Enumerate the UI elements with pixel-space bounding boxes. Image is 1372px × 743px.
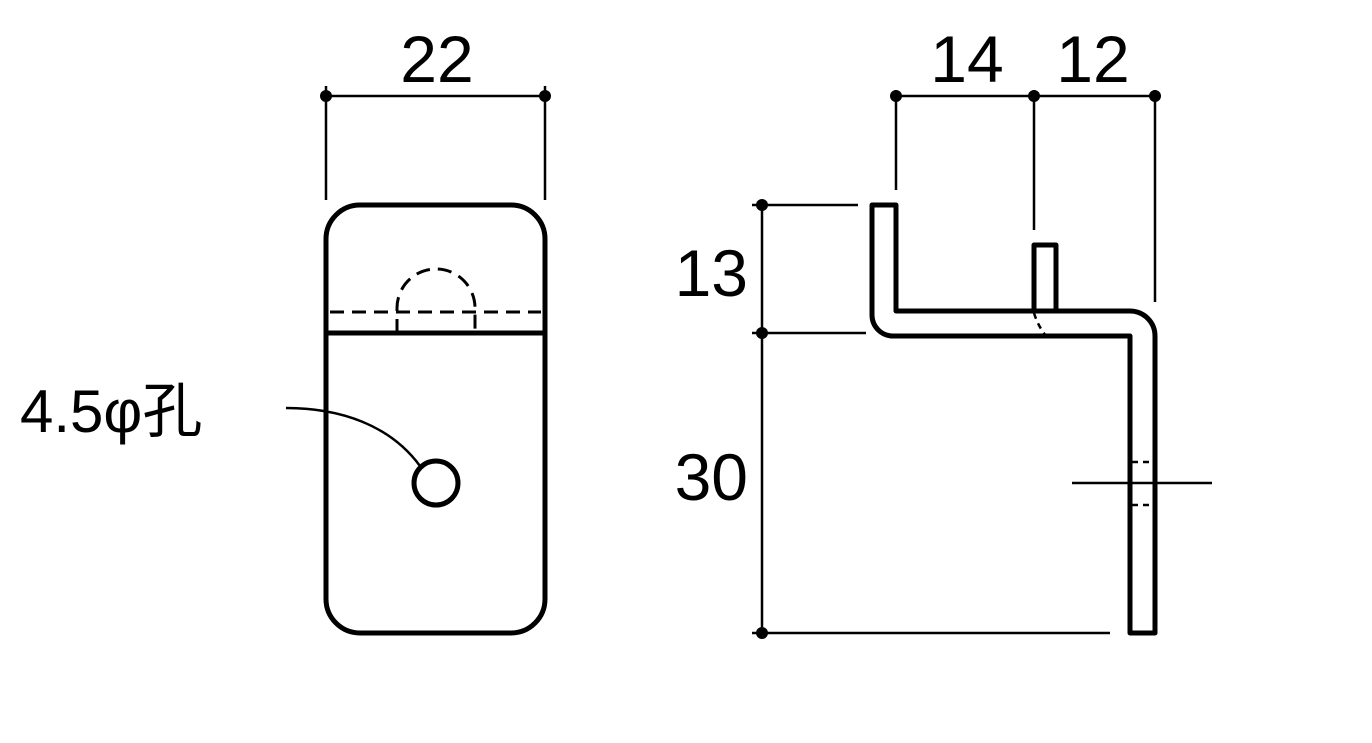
hole-leader-line bbox=[285, 406, 422, 467]
dim-label-22: 22 bbox=[400, 22, 473, 96]
dim-left: 13 30 bbox=[675, 199, 1110, 639]
mounting-hole bbox=[411, 458, 461, 508]
hole-label: 4.5φ孔 bbox=[20, 378, 202, 445]
front-view: 22 4.5φ孔 bbox=[20, 22, 551, 636]
bracket-profile bbox=[869, 202, 1158, 636]
dim-label-13: 13 bbox=[675, 236, 748, 310]
hidden-tab-bend bbox=[1032, 312, 1047, 337]
dim-top: 14 12 bbox=[890, 22, 1161, 302]
front-plate-outline bbox=[323, 202, 548, 636]
dim-width-22: 22 bbox=[320, 22, 551, 200]
hidden-notch bbox=[395, 267, 477, 333]
dim-label-30: 30 bbox=[675, 440, 748, 514]
dim-label-12: 12 bbox=[1056, 22, 1129, 96]
side-view: 14 12 13 30 bbox=[675, 22, 1212, 639]
dim-label-14: 14 bbox=[930, 22, 1003, 96]
small-tab bbox=[1031, 242, 1059, 314]
